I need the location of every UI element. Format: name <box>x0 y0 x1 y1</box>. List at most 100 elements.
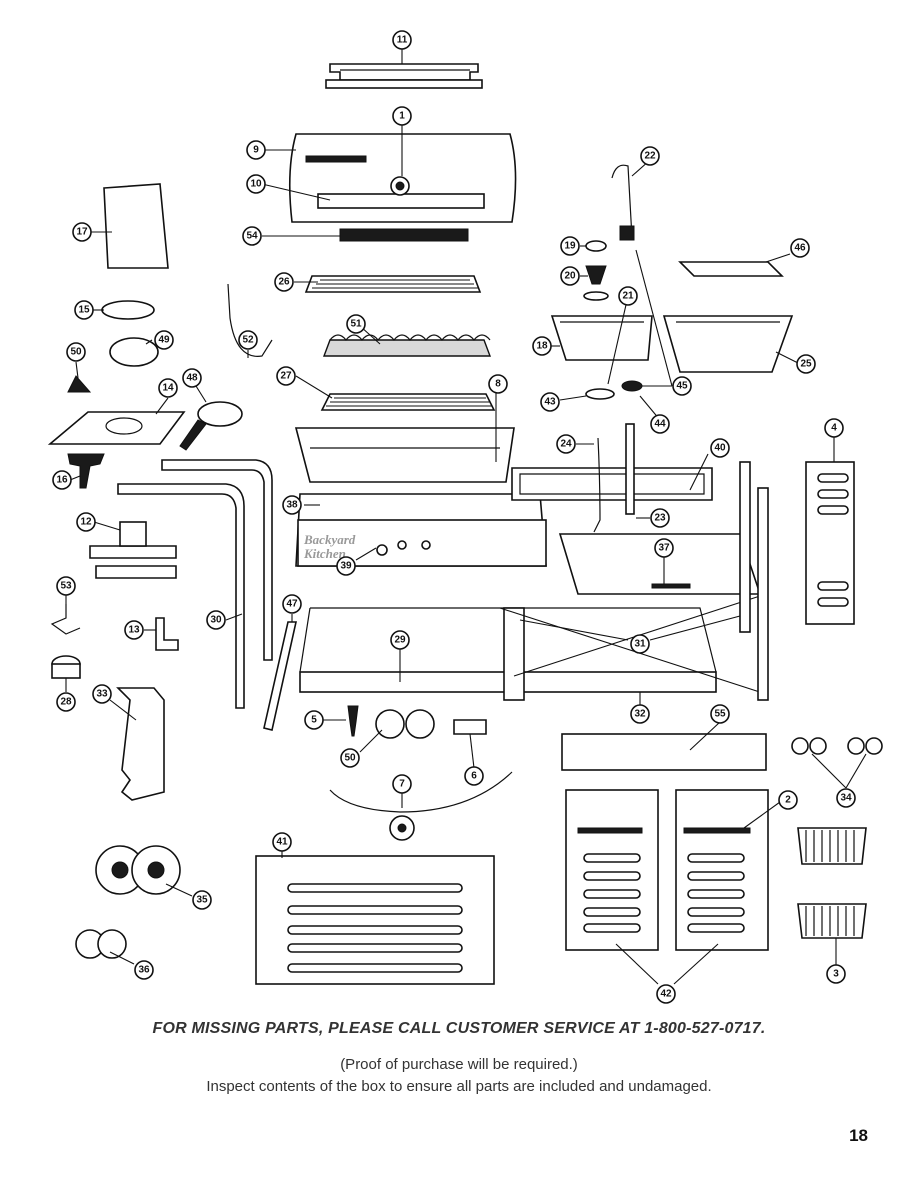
svg-text:32: 32 <box>634 709 646 720</box>
brand-line-1: Backyard <box>303 532 356 547</box>
callout-43: 43 <box>540 392 560 412</box>
callout-24: 24 <box>556 434 576 454</box>
part-burner-tube <box>89 521 177 579</box>
svg-text:36: 36 <box>138 965 150 976</box>
part-grill-lid <box>288 133 517 223</box>
callout-32: 32 <box>630 704 650 724</box>
svg-text:50: 50 <box>344 753 356 764</box>
svg-text:27: 27 <box>280 371 292 382</box>
callout-2: 2 <box>778 790 798 810</box>
svg-text:2: 2 <box>785 795 791 806</box>
callout-40: 40 <box>710 438 730 458</box>
part-doors <box>565 789 769 951</box>
svg-text:35: 35 <box>196 895 208 906</box>
callout-18: 18 <box>532 336 552 356</box>
part-cooking-grid <box>304 275 482 293</box>
part-spring-clip <box>50 604 81 635</box>
svg-text:34: 34 <box>840 793 852 804</box>
callout-37: 37 <box>654 538 674 558</box>
callout-42: 42 <box>656 984 676 1004</box>
part-side-panel <box>805 461 855 625</box>
svg-text:12: 12 <box>80 517 92 528</box>
svg-text:11: 11 <box>397 35 408 46</box>
part-burner-knob <box>67 375 92 393</box>
svg-text:28: 28 <box>60 697 72 708</box>
svg-text:26: 26 <box>278 277 290 288</box>
part-burner-cap <box>101 300 155 320</box>
part-heat-bar <box>339 228 469 242</box>
svg-text:8: 8 <box>495 379 501 390</box>
svg-text:52: 52 <box>242 335 254 346</box>
callout-7: 7 <box>392 774 412 794</box>
callout-30: 30 <box>206 610 226 630</box>
callout-44: 44 <box>650 414 670 434</box>
leader-lines <box>65 122 867 985</box>
callout-48: 48 <box>182 368 202 388</box>
svg-text:29: 29 <box>394 635 406 646</box>
callout-27: 27 <box>276 366 296 386</box>
svg-text:38: 38 <box>286 500 298 511</box>
callout-35: 35 <box>192 890 212 910</box>
part-sink-basins <box>550 315 794 373</box>
part-side-burner <box>179 401 243 451</box>
missing-parts-notice: FOR MISSING PARTS, PLEASE CALL CUSTOMER … <box>152 1020 766 1037</box>
svg-text:10: 10 <box>250 179 262 190</box>
part-briquette-grid <box>320 393 496 411</box>
callout-6: 6 <box>464 766 484 786</box>
part-igniter <box>347 705 359 737</box>
callout-16: 16 <box>52 470 72 490</box>
callout-45: 45 <box>672 376 692 396</box>
callout-41: 41 <box>272 832 292 852</box>
callout-50: 50 <box>66 342 86 362</box>
part-faucet <box>611 164 633 239</box>
callout-4: 4 <box>824 418 844 438</box>
svg-text:5: 5 <box>311 715 317 726</box>
part-control-knobs <box>375 709 435 739</box>
svg-text:16: 16 <box>56 475 68 486</box>
part-wheels <box>95 845 181 895</box>
part-cutting-board <box>678 261 784 277</box>
svg-text:51: 51 <box>350 319 362 330</box>
page-number: 18 <box>849 1126 868 1145</box>
callout-13: 13 <box>124 620 144 640</box>
svg-text:9: 9 <box>253 145 259 156</box>
svg-text:55: 55 <box>714 709 726 720</box>
callout-55: 55 <box>710 704 730 724</box>
svg-text:22: 22 <box>644 151 656 162</box>
svg-text:18: 18 <box>536 341 548 352</box>
svg-text:33: 33 <box>96 689 108 700</box>
svg-text:39: 39 <box>340 561 352 572</box>
part-regulator-hose <box>329 771 513 841</box>
callout-21: 21 <box>618 286 638 306</box>
callout-39: 39 <box>336 556 356 576</box>
callout-14: 14 <box>158 378 178 398</box>
svg-text:54: 54 <box>246 231 258 242</box>
svg-text:15: 15 <box>78 305 90 316</box>
part-control-console: Backyard Kitchen <box>295 493 547 567</box>
svg-text:46: 46 <box>794 243 806 254</box>
svg-text:23: 23 <box>654 513 666 524</box>
part-front-panel <box>255 855 495 985</box>
brand-line-2: Kitchen <box>303 546 346 561</box>
svg-text:45: 45 <box>676 381 688 392</box>
svg-text:4: 4 <box>831 423 837 434</box>
part-drain-hose <box>593 437 601 533</box>
callout-10: 10 <box>246 174 266 194</box>
part-side-plate <box>103 183 169 269</box>
svg-text:49: 49 <box>158 335 170 346</box>
callout-9: 9 <box>246 140 266 160</box>
svg-text:3: 3 <box>833 969 839 980</box>
callout-53: 53 <box>56 576 76 596</box>
callout-38: 38 <box>282 495 302 515</box>
svg-text:25: 25 <box>800 359 812 370</box>
callout-29: 29 <box>390 630 410 650</box>
callout-31: 31 <box>630 634 650 654</box>
svg-text:20: 20 <box>564 271 576 282</box>
callout-52: 52 <box>238 330 258 350</box>
part-manifold <box>453 719 487 735</box>
part-drain-pipe <box>625 423 635 515</box>
svg-text:53: 53 <box>60 581 72 592</box>
part-casters <box>791 737 883 755</box>
callout-12: 12 <box>76 512 96 532</box>
callout-8: 8 <box>488 374 508 394</box>
